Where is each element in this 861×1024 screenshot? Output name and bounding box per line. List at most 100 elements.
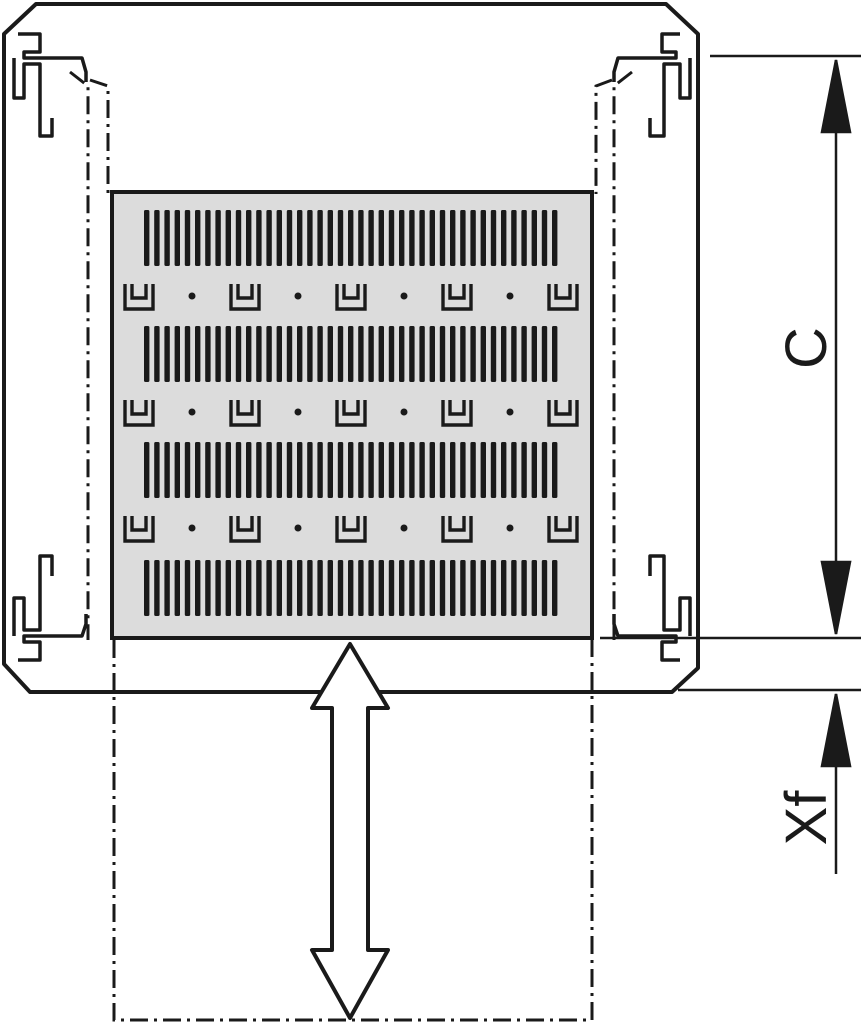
vent-slot xyxy=(501,442,507,498)
vent-slot xyxy=(439,442,446,498)
vent-slot xyxy=(358,560,364,616)
vent-slot xyxy=(246,210,252,266)
vent-slot xyxy=(297,560,303,616)
vent-slot xyxy=(246,326,252,382)
vent-slot xyxy=(521,442,527,498)
vent-slot xyxy=(358,326,364,382)
vent-slot xyxy=(307,560,313,616)
vent-slot xyxy=(368,442,374,498)
vent-slot xyxy=(256,210,262,266)
clip-slot xyxy=(441,284,473,311)
vent-slot xyxy=(144,326,150,382)
vent-slot xyxy=(144,560,150,616)
vent-slot xyxy=(215,560,221,616)
arrow-xf-top xyxy=(820,693,852,768)
clip-slot xyxy=(547,516,579,543)
vent-slot xyxy=(378,326,384,382)
clip-slot xyxy=(229,284,261,311)
vent-slot xyxy=(358,442,364,498)
vent-slot xyxy=(368,210,374,266)
vent-slot xyxy=(184,442,191,498)
vent-slot xyxy=(399,442,405,498)
cabinet-frame xyxy=(2,2,700,694)
vent-slot xyxy=(286,560,293,616)
vent-slot xyxy=(266,560,272,616)
mounting-hole xyxy=(294,408,302,416)
vent-slot xyxy=(144,442,150,498)
mounting-hole xyxy=(188,524,196,532)
vent-slot xyxy=(297,442,303,498)
vent-slot xyxy=(470,560,476,616)
vent-slot xyxy=(266,210,272,266)
vent-slot xyxy=(276,326,282,382)
vent-slot xyxy=(501,560,507,616)
vent-slot xyxy=(205,326,211,382)
vent-slot xyxy=(348,210,354,266)
vent-slot xyxy=(154,210,160,266)
vent-slot xyxy=(552,560,558,616)
vent-slot xyxy=(399,326,405,382)
vent-slot xyxy=(327,442,333,498)
clip-slot xyxy=(229,516,261,543)
vent-slot xyxy=(439,326,446,382)
extension-outline xyxy=(69,70,633,1022)
vent-slot xyxy=(470,442,476,498)
vent-slot xyxy=(541,442,548,498)
vent-slot xyxy=(235,210,242,266)
mounting-hole xyxy=(400,292,408,300)
vent-slot xyxy=(286,442,293,498)
vent-slot xyxy=(388,560,395,616)
vent-slot xyxy=(521,560,527,616)
vent-slot xyxy=(531,442,537,498)
vent-slot xyxy=(215,210,221,266)
vent-slot xyxy=(490,210,497,266)
vent-slot xyxy=(541,560,548,616)
vent-slot xyxy=(317,210,323,266)
vent-slot xyxy=(164,442,170,498)
vent-slot xyxy=(235,326,242,382)
vent-slot xyxy=(174,326,180,382)
vent-slot xyxy=(460,442,466,498)
vent-slot xyxy=(511,442,517,498)
vent-slot xyxy=(184,560,191,616)
vent-slot xyxy=(460,560,466,616)
vent-slot xyxy=(164,560,170,616)
clip-slot xyxy=(547,400,579,427)
vent-slot xyxy=(286,326,293,382)
vent-slot xyxy=(184,326,191,382)
vent-slot xyxy=(317,442,323,498)
vent-slot xyxy=(388,442,395,498)
vent-slot xyxy=(368,326,374,382)
vent-slot xyxy=(429,442,435,498)
vent-slot xyxy=(358,210,364,266)
vent-slot xyxy=(521,326,527,382)
vent-slot xyxy=(378,210,384,266)
vent-slot xyxy=(490,442,497,498)
vent-slot xyxy=(490,326,497,382)
mounting-hole xyxy=(400,408,408,416)
clip-slot xyxy=(441,516,473,543)
clip-slot xyxy=(547,284,579,311)
vent-slot xyxy=(450,210,456,266)
vent-slot xyxy=(144,210,150,266)
vent-slot xyxy=(297,326,303,382)
mounting-hole xyxy=(400,524,408,532)
clip-slot xyxy=(229,400,261,427)
vent-slot xyxy=(276,442,282,498)
vent-slot xyxy=(388,326,395,382)
vent-slot xyxy=(552,326,558,382)
clip-slot xyxy=(335,516,367,543)
vent-slot xyxy=(521,210,527,266)
vent-slot xyxy=(205,442,211,498)
vent-slot xyxy=(327,210,333,266)
clip-slot xyxy=(441,400,473,427)
vent-slot xyxy=(409,442,415,498)
clip-slot xyxy=(123,284,155,311)
vent-slot xyxy=(480,210,486,266)
vent-slot xyxy=(348,326,354,382)
vent-slot xyxy=(378,442,384,498)
mounting-clips xyxy=(123,284,579,543)
vent-slot xyxy=(429,326,435,382)
vent-slot xyxy=(266,442,272,498)
vent-slot xyxy=(154,326,160,382)
